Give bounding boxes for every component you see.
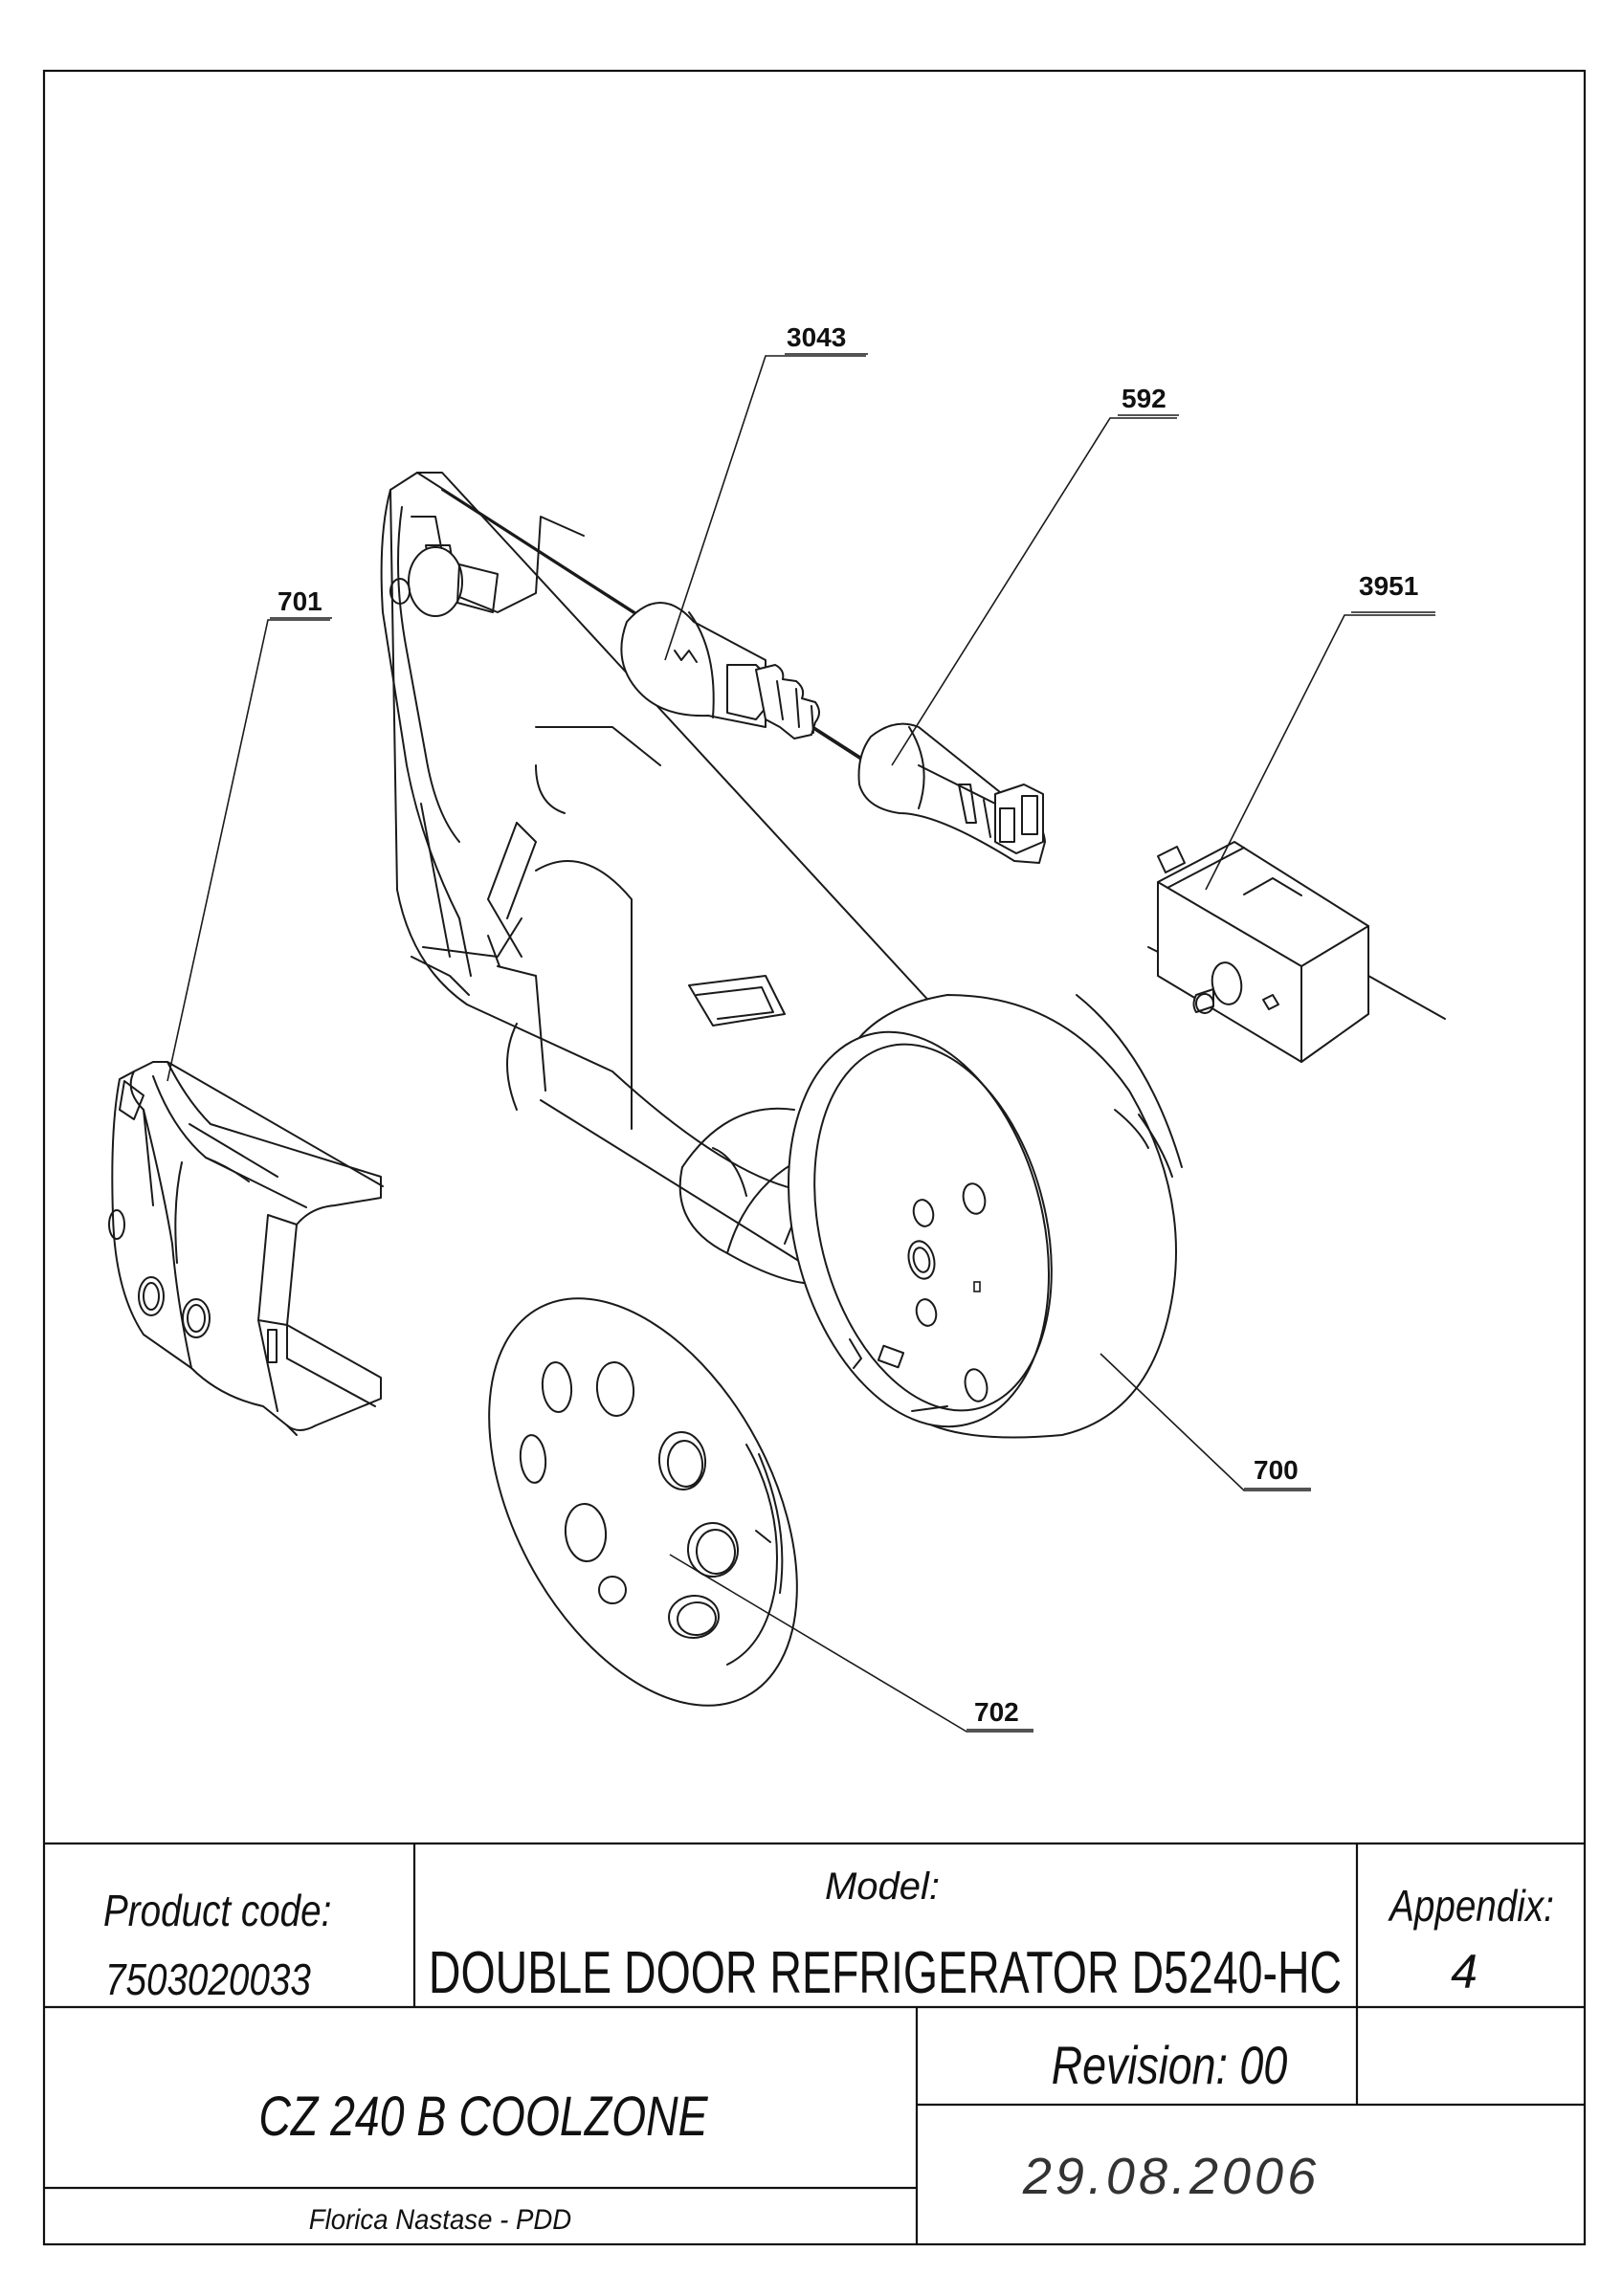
part-3043-bulb: [620, 602, 820, 740]
model-value: DOUBLE DOOR REFRIGERATOR D5240-HC: [429, 1938, 1342, 2005]
product-code-label: Product code:: [103, 1887, 331, 1935]
label-700: 700: [1254, 1455, 1299, 1485]
appendix-value: 4: [1451, 1945, 1478, 1998]
label-592: 592: [1122, 384, 1167, 413]
product-code-value: 7503020033: [105, 1955, 311, 2004]
label-3951: 3951: [1359, 571, 1418, 601]
leader-701: [167, 619, 330, 1082]
revision: Revision: 00: [1052, 2035, 1288, 2095]
part-3951-switch: [1147, 841, 1446, 1063]
label-702: 702: [974, 1697, 1019, 1727]
author: Florica Nastase - PDD: [309, 2204, 571, 2236]
leader-592: [891, 417, 1177, 766]
outer-frame: [42, 69, 1587, 2246]
date: 29.08.2006: [1022, 2148, 1320, 2205]
title-block: Product code: 7503020033 Model: DOUBLE D…: [44, 1842, 1585, 2244]
leader-702: [669, 1554, 1033, 1733]
appendix-label: Appendix:: [1387, 1882, 1554, 1931]
leader-3043: [664, 355, 866, 661]
leader-700: [1100, 1353, 1311, 1491]
part-702-cover: [488, 1297, 798, 1707]
assembly-name: CZ 240 B COOLZONE: [258, 2086, 708, 2148]
leader-3951: [1205, 614, 1435, 891]
part-700-endcap: [788, 994, 1183, 1439]
part-701-bracket: [108, 1061, 384, 1436]
part-592-socket: [857, 722, 1046, 864]
model-label: Model:: [825, 1866, 940, 1908]
exploded-view: 3043 592 3951 701 700 702: [108, 322, 1446, 1733]
label-701: 701: [278, 586, 322, 616]
label-3043: 3043: [787, 322, 846, 352]
